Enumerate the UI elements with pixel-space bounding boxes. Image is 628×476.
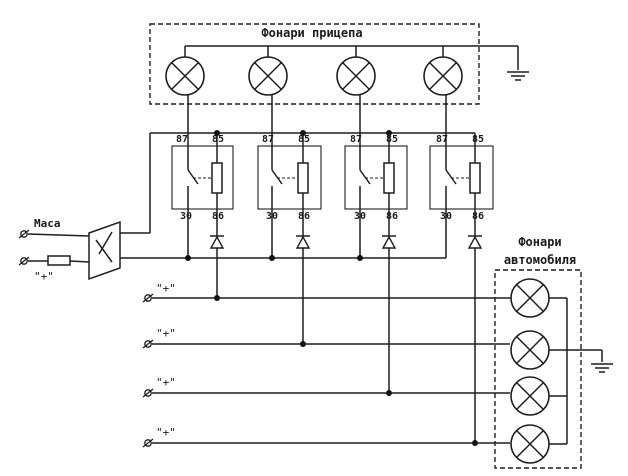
relay-3-pin-87: 87 [350, 134, 362, 145]
relay-2-pin-85: 85 [298, 134, 310, 145]
plus-line-4 [142, 438, 510, 448]
ground-label: Маса [34, 217, 61, 230]
trailer-lamp-3 [336, 56, 376, 96]
plus-label-2: "+" [156, 327, 176, 340]
trailer-lamp-4 [423, 56, 463, 96]
car-lights-label-1: Фонари [518, 235, 561, 249]
diode-3 [381, 235, 397, 249]
signal-wires [214, 248, 478, 446]
ground-terminal [18, 229, 30, 239]
relay-3 [344, 95, 408, 236]
car-ground-wiring [549, 297, 603, 445]
relay-3-pin-85: 85 [386, 134, 398, 145]
relay-2-pin-87: 87 [262, 134, 274, 145]
trailer-lights-frame [149, 23, 480, 105]
relay-4-pin-85: 85 [472, 134, 484, 145]
plus-label-3: "+" [156, 376, 176, 389]
diode-1 [209, 235, 225, 249]
ground-bus-85 [120, 130, 475, 234]
connector-block [88, 220, 121, 281]
fuse [47, 255, 71, 266]
plus-input-wire-b [69, 260, 90, 263]
relay-4-pin-87: 87 [436, 134, 448, 145]
plus-line-2 [142, 339, 510, 349]
supply-bus-30 [120, 230, 447, 261]
car-ground-symbol [590, 363, 614, 373]
relay-2 [257, 95, 322, 236]
car-lights-label-2: автомобиля [504, 253, 576, 267]
car-lights-frame [494, 269, 582, 469]
plus-label-4: "+" [156, 426, 176, 439]
plus-label-1: "+" [156, 282, 176, 295]
relay-4 [429, 95, 494, 236]
relay-2-pin-86: 86 [298, 211, 310, 222]
trailer-lamp-2 [248, 56, 288, 96]
relay-3-pin-86: 86 [386, 211, 398, 222]
relay-4-pin-30: 30 [440, 211, 452, 222]
plus-label-main: "+" [34, 270, 54, 283]
plus-terminal-main [18, 256, 30, 266]
relay-1-pin-86: 86 [212, 211, 224, 222]
trailer-ground-wiring [184, 45, 519, 70]
trailer-lights-label: Фонари прицепа [261, 26, 362, 40]
relay-1-pin-85: 85 [212, 134, 224, 145]
relay-4-pin-86: 86 [472, 211, 484, 222]
plus-line-1 [142, 293, 530, 303]
car-lamp-4 [510, 424, 550, 464]
relay-1 [171, 95, 234, 236]
car-lamp-3 [510, 376, 550, 416]
trailer-ground-symbol [506, 71, 530, 81]
car-lamp-1 [510, 278, 550, 318]
relay-3-pin-30: 30 [354, 211, 366, 222]
trailer-lamp-1 [165, 56, 205, 96]
ground-input-wire [27, 233, 90, 237]
relay-1-pin-87: 87 [176, 134, 188, 145]
plus-line-3 [142, 388, 510, 398]
diode-2 [295, 235, 311, 249]
relay-2-pin-30: 30 [266, 211, 278, 222]
relay-1-pin-30: 30 [180, 211, 192, 222]
car-lamp-2 [510, 330, 550, 370]
diode-4 [467, 235, 483, 249]
